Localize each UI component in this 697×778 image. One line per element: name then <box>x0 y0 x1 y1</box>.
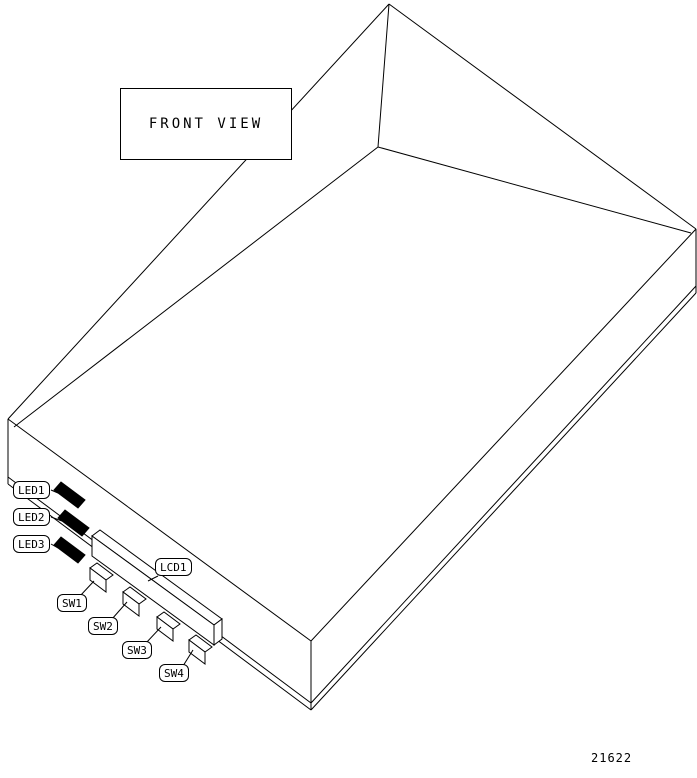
sw1-front-face <box>89 567 107 593</box>
led1-shape <box>53 481 86 509</box>
sw3-leader <box>145 626 162 644</box>
front-view-title: FRONT VIEW <box>148 116 264 132</box>
led2-callout: LED2 <box>13 508 50 526</box>
sw1-switch <box>89 562 114 593</box>
sw4-leader <box>182 649 194 667</box>
sw3-front-face <box>156 616 174 642</box>
chassis-vertical-edges <box>7 229 697 710</box>
front-view-label-box: FRONT VIEW <box>120 88 292 160</box>
sw2-switch <box>122 586 147 617</box>
sw3-callout: SW3 <box>122 641 152 659</box>
lcd1-end-face <box>213 618 223 646</box>
lcd1-callout: LCD1 <box>155 558 192 576</box>
figure-number: 21622 <box>591 751 633 765</box>
led1-leader <box>50 489 59 494</box>
chassis-inner-rim-edges <box>13 3 692 428</box>
lcd1-top-face <box>91 529 223 626</box>
sw3-switch <box>156 611 181 642</box>
sw4-front-face <box>188 639 206 665</box>
led3-callout: LED3 <box>13 535 50 553</box>
sw4-switch <box>188 634 213 665</box>
sw4-callout: SW4 <box>159 664 189 682</box>
chassis-bottom-edges <box>7 285 697 711</box>
led2-leader <box>50 516 63 522</box>
callout-leader-lines <box>50 489 194 667</box>
led3-shape <box>53 536 86 564</box>
sw2-callout: SW2 <box>88 617 118 635</box>
lcd1-leader <box>147 575 159 582</box>
led3-leader <box>50 543 59 549</box>
led1-callout: LED1 <box>13 481 50 499</box>
led2-shape <box>57 509 90 537</box>
sw1-leader <box>79 580 95 597</box>
sw2-leader <box>111 601 128 620</box>
switches <box>89 562 213 665</box>
chassis-wireframe <box>7 3 697 711</box>
led-indicators <box>53 481 90 564</box>
chassis-top-face-edges <box>7 3 697 642</box>
sw1-callout: SW1 <box>57 594 87 612</box>
sw2-front-face <box>122 591 140 617</box>
lcd1-display <box>91 529 223 646</box>
